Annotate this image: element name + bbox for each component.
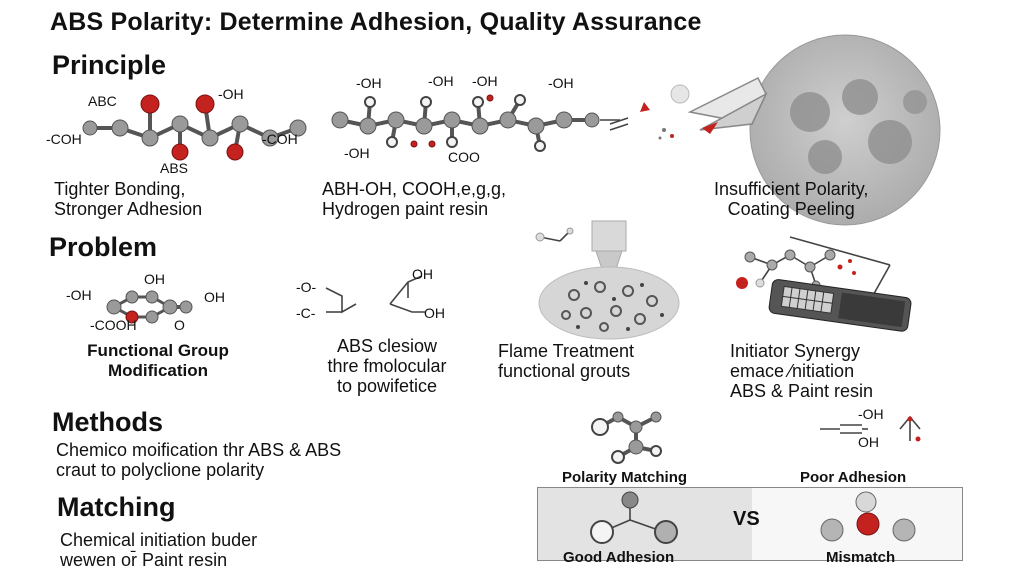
mol2-caption: ABH-OH, COOH,e,g,g, Hydrogen paint resin bbox=[322, 179, 507, 219]
mol2-label-coo: COO bbox=[448, 149, 480, 165]
section-heading-matching: Matching bbox=[57, 492, 176, 522]
mol1-caption: Tighter Bonding, Stronger Adhesion bbox=[54, 179, 203, 219]
p4-caption: Initiator Synergy emace ⁄nitiation ABS &… bbox=[730, 341, 874, 401]
p2-label-c: -C- bbox=[296, 305, 316, 321]
mol2-label-oh-3: -OH bbox=[472, 73, 498, 89]
section-heading-methods: Methods bbox=[52, 407, 163, 437]
poor-adhesion-molecule bbox=[820, 415, 921, 442]
p1-label-o: O bbox=[174, 317, 185, 333]
methods-text: Chemico moification thr ABS & ABS craut … bbox=[56, 440, 342, 480]
problem-ring-molecule bbox=[106, 290, 193, 324]
mismatch-molecule bbox=[820, 491, 916, 542]
p1-label-oh-top: OH bbox=[144, 271, 165, 287]
polarity-matching-molecule bbox=[591, 411, 662, 464]
p1-label-oh-left: -OH bbox=[66, 287, 92, 303]
flame-treatment-illustration bbox=[535, 220, 680, 340]
good-adhesion-panel bbox=[537, 487, 754, 561]
mol2-label-oh-4: -OH bbox=[548, 75, 574, 91]
page-title: ABS Polarity: Determine Adhesion, Qualit… bbox=[50, 8, 702, 36]
section-heading-problem: Problem bbox=[49, 232, 158, 262]
principle-molecule-diagram-1 bbox=[82, 94, 307, 161]
p2-caption: ABS clesiow thre fmolocular to powifetic… bbox=[327, 336, 447, 396]
mol1-label-oh: -OH bbox=[218, 86, 244, 102]
mol2-label-oh-1: -OH bbox=[356, 75, 382, 91]
p1-label-oh-right: OH bbox=[204, 289, 225, 305]
label-good-adhesion: Good Adhesion bbox=[563, 549, 675, 566]
initiator-device-illustration bbox=[736, 236, 912, 332]
matching-text: Chemical initiation buder wewen or̄ Pain… bbox=[60, 530, 258, 570]
good-adhesion-molecule bbox=[590, 491, 678, 544]
p2-label-o: -O- bbox=[296, 279, 317, 295]
mol1-label-coh-right: -COH bbox=[262, 131, 298, 147]
label-mismatch: Mismatch bbox=[826, 549, 896, 566]
mol2-label-oh-2: -OH bbox=[428, 73, 454, 89]
mol2-label-oh-5: -OH bbox=[344, 145, 370, 161]
vs-label: VS bbox=[733, 508, 760, 530]
p1-caption: Functional Group Modification bbox=[87, 341, 229, 380]
section-heading-principle: Principle bbox=[52, 50, 167, 80]
pa-label-oh-2: OH bbox=[858, 434, 879, 450]
label-polarity-matching: Polarity Matching bbox=[562, 469, 688, 486]
mol1-label-abs: ABS bbox=[160, 160, 189, 176]
coating-peeling-illustration bbox=[609, 34, 941, 226]
pa-label-oh-1: -OH bbox=[858, 406, 884, 422]
p2-label-oh-bottom: OH bbox=[424, 305, 445, 321]
p3-caption: Flame Treatment functional grouts bbox=[498, 341, 635, 381]
p1-label-cooh: -COOH bbox=[90, 317, 137, 333]
label-poor-adhesion: Poor Adhesion bbox=[800, 469, 907, 486]
mol1-label-abc: ABC bbox=[88, 93, 117, 109]
p2-label-oh-top: OH bbox=[412, 266, 433, 282]
principle-molecule-diagram-2 bbox=[331, 94, 620, 152]
problem-skeletal-formula bbox=[325, 275, 426, 314]
mol1-label-coh-left: -COH bbox=[46, 131, 82, 147]
mol3-caption: Insufficient Polarity, Coating Peeling bbox=[714, 179, 869, 219]
